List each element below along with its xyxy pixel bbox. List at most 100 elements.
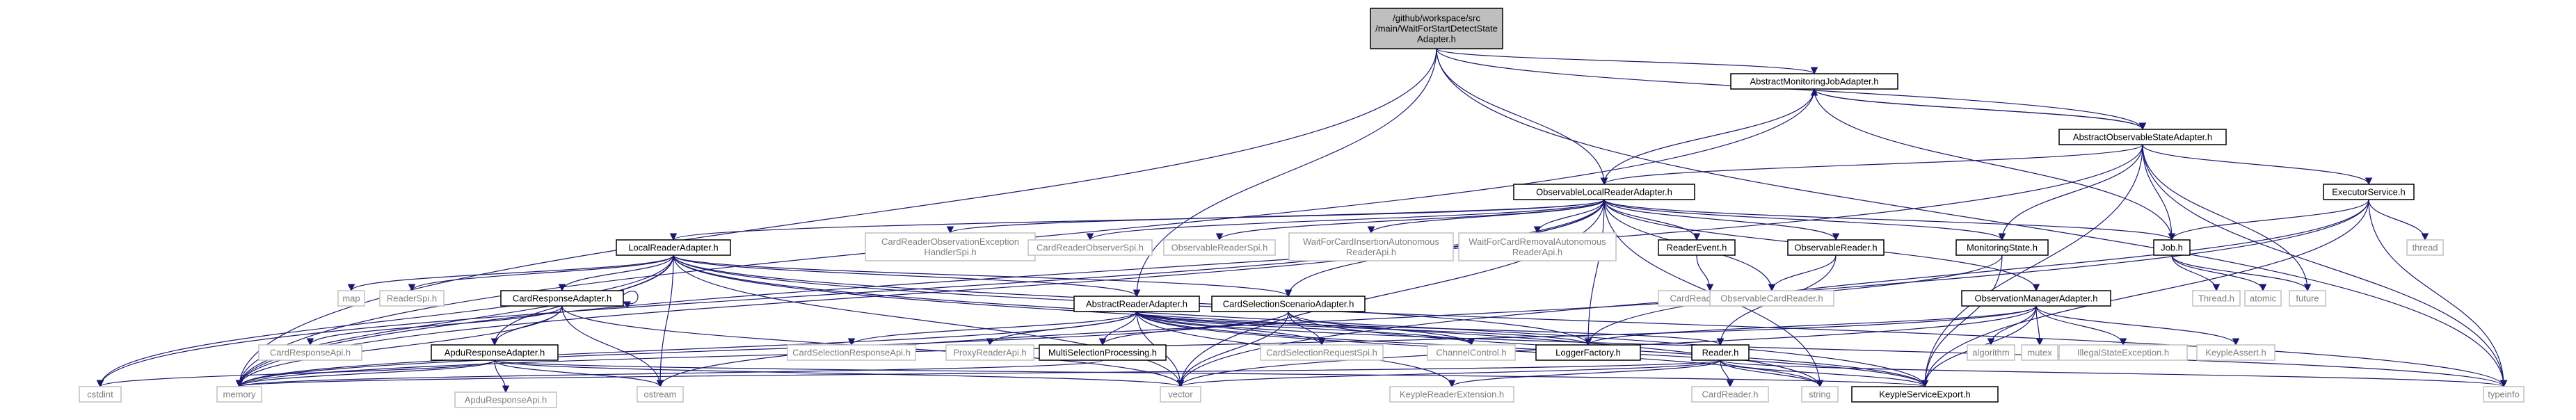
edge-olra-to-crospi [1086,199,1605,241]
node-msp[interactable]: MultiSelectionProcessing.h [1039,344,1167,361]
node-box [865,232,1036,261]
edge-amja-to-job [1814,88,2176,241]
edge-olra-to-oreader [1603,199,1840,241]
node-apdua[interactable]: ApduResponseAdapter.h [431,344,559,361]
edge-lra-to-csa [673,255,1293,298]
node-ostream: ostream [637,386,684,403]
node-aosa[interactable]: AbstractObservableStateAdapter.h [2058,129,2227,145]
node-box [1851,386,1999,403]
node-box [1389,386,1514,403]
node-string: string [1801,386,1839,403]
node-cstdint: cstdint [79,386,122,403]
node-label: ostream [644,389,677,400]
node-box [1160,386,1201,403]
node-label: CardReaderObserverSpi.h [1037,243,1144,253]
node-aduapi: ApduResponseApi.h [454,391,557,408]
node-thread: thread [2406,239,2444,256]
edge-revt-to-crevt [1696,255,1714,292]
node-label: CardReaderObservationException [881,236,1019,247]
edge-cra-to-cra [623,291,639,309]
node-lra[interactable]: LocalReaderAdapter.h [616,239,731,256]
node-box [1260,344,1384,361]
node-label: mutex [2027,348,2052,358]
node-box [1730,73,1898,90]
node-label: KeypleReaderExtension.h [1400,389,1504,400]
node-box [1967,344,2015,361]
edge-lra-to-kse [673,255,1929,388]
node-csa[interactable]: CardSelectionScenarioAdapter.h [1211,296,1366,312]
node-revt[interactable]: ReaderEvent.h [1658,239,1736,256]
node-oma[interactable]: ObservationManagerAdapter.h [1961,290,2111,307]
node-vector: vector [1160,386,1201,403]
node-rspi: ReaderSpi.h [379,290,445,307]
node-cra[interactable]: CardResponseAdapter.h [500,290,624,307]
node-reader[interactable]: Reader.h [1691,344,1750,361]
edge-root-to-amja [1436,48,1818,75]
node-label: ProxyReaderApi.h [953,348,1027,358]
edge-root-to-typeinfo [1436,48,2508,388]
node-label: ObservableLocalReaderAdapter.h [1536,187,1672,197]
node-olra[interactable]: ObservableLocalReaderAdapter.h [1513,184,1695,200]
node-box [379,290,445,307]
node-croehs: CardReaderObservationExceptionHandlerSpi… [865,232,1036,261]
node-job[interactable]: Job.h [2153,239,2191,256]
node-label: AbstractObservableStateAdapter.h [2073,132,2212,143]
node-box [337,290,365,307]
node-crapi: CardResponseApi.h [258,344,362,361]
node-box [945,344,1034,361]
edge-oma-to-kassert [2035,305,2240,346]
node-box [1801,386,1839,403]
edge-aosa-to-job [2142,144,2176,241]
edge-msp-to-memory [236,360,1103,388]
node-box [1163,239,1276,256]
node-box [1535,344,1641,361]
node-root[interactable]: /github/workspace/src/main/WaitForStartD… [1370,8,1503,49]
node-box [79,386,122,403]
edge-ara-to-lfac [1136,311,1592,346]
node-amja[interactable]: AbstractMonitoringJobAdapter.h [1730,73,1898,90]
node-label: string [1809,389,1831,400]
node-box [1709,290,1834,307]
node-kre: KeypleReaderExtension.h [1389,386,1514,403]
edge-root-to-memory [235,48,1437,388]
node-box [787,344,916,361]
node-box [2483,386,2525,403]
edge-exec-to-job [2168,199,2369,241]
node-mutex: mutex [2021,344,2058,361]
node-ara[interactable]: AbstractReaderAdapter.h [1073,296,1200,312]
edge-lra-to-typeinfo [673,255,2508,388]
node-label: Adapter.h [1417,34,1456,45]
node-box [431,344,559,361]
node-box [1787,239,1885,256]
node-ocr: ObservableCardReader.h [1709,290,1834,307]
node-map: map [337,290,365,307]
edges [96,48,2508,394]
node-label: Reader.h [1702,348,1739,358]
edge-exec-to-kse [1921,199,2369,388]
node-label: CardResponseAdapter.h [513,293,611,304]
edge-oma-to-lfac [1584,305,2037,346]
node-box [2196,344,2275,361]
node-oreader[interactable]: ObservableReader.h [1787,239,1885,256]
edge-reader-to-string [1720,360,1824,388]
edge-reader-to-kre [1448,360,1721,388]
node-exec[interactable]: ExecutorService.h [2323,184,2415,200]
node-label: MultiSelectionProcessing.h [1048,348,1157,358]
node-box [500,290,624,307]
edge-apdua-to-memory [235,360,495,388]
node-label: /main/WaitForStartDetectState [1375,24,1498,34]
node-algo: algorithm [1967,344,2015,361]
node-box [2058,344,2188,361]
node-label: LoggerFactory.h [1555,348,1621,358]
node-lfac[interactable]: LoggerFactory.h [1535,344,1641,361]
node-memory: memory [216,386,262,403]
node-kse[interactable]: KeypleServiceExport.h [1851,386,1999,403]
node-mstate[interactable]: MonitoringState.h [1955,239,2049,256]
node-label: KeypleAssert.h [2205,348,2266,358]
edge-lra-to-ostream [656,255,674,388]
node-future: future [2289,290,2326,307]
node-label: future [2296,293,2319,304]
edge-cra-to-crapi [306,305,563,346]
edge-reader-to-kse [1720,360,1929,388]
node-threadh: Thread.h [2192,290,2241,307]
